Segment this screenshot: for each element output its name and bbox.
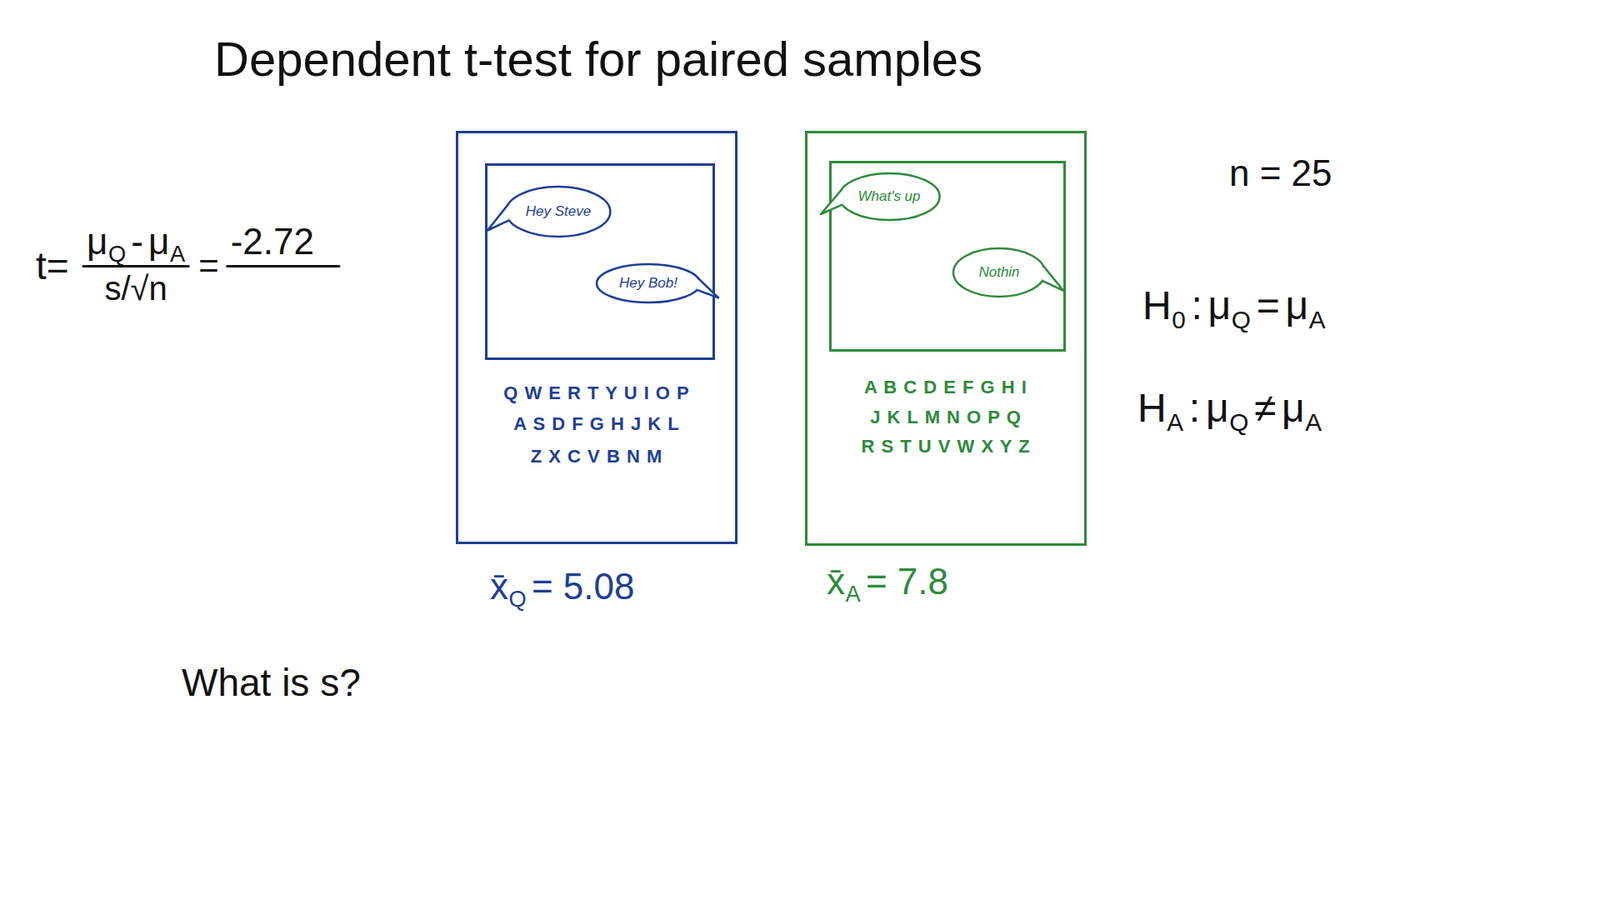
label-group: = bbox=[198, 245, 220, 287]
bubble-ellipse bbox=[953, 248, 1045, 297]
label-group: What is s? bbox=[181, 660, 361, 706]
math-text: H bbox=[1142, 283, 1172, 328]
bubble-tail bbox=[820, 190, 843, 215]
bubble-text: Hey Bob! bbox=[619, 275, 678, 292]
math-text: μ bbox=[1285, 283, 1309, 328]
math-text: = 5.08 bbox=[531, 565, 635, 607]
math-text: 0 bbox=[1171, 305, 1186, 334]
bubble-tail bbox=[696, 278, 719, 299]
math-text: Q bbox=[108, 240, 126, 267]
keyboard-row-slot: J K L M N O P Q bbox=[807, 405, 1085, 430]
keyboard-row: R S T U V W X Y Z bbox=[860, 435, 1030, 457]
keyboard-row-slot: A S D F G H J K L bbox=[458, 411, 735, 437]
math-text: x̄ bbox=[826, 560, 845, 602]
bubble-tail bbox=[487, 205, 510, 231]
math-text: -2.72 bbox=[230, 220, 315, 262]
phone-frame: Q W E R T Y U I O P A S D F G H J K L Z X … bbox=[455, 130, 738, 545]
math-text: Q bbox=[509, 585, 527, 612]
title-slot: Dependent t-test for paired samples bbox=[214, 30, 983, 89]
math-text: A bbox=[170, 240, 185, 267]
speech-bubble: What's up bbox=[837, 171, 942, 222]
math-text: s/√n bbox=[104, 270, 167, 307]
math-text: A bbox=[1305, 408, 1322, 436]
math-text: A bbox=[1309, 305, 1326, 334]
bubble-text: What's up bbox=[857, 188, 920, 205]
keyboard-row-slot: Z X C V B N M bbox=[458, 444, 735, 470]
math-text: x̄ bbox=[490, 565, 509, 607]
math-text: - bbox=[130, 220, 144, 262]
math-text: Q bbox=[1231, 305, 1251, 334]
math-text: Q bbox=[1229, 408, 1249, 436]
keyboard-row-slot: R S T U V W X Y Z bbox=[807, 434, 1085, 460]
label-group: μQ-μA bbox=[86, 220, 185, 265]
keyboard-row: Z X C V B N M bbox=[530, 445, 663, 467]
math-text: μ bbox=[148, 220, 170, 262]
label-group: t= bbox=[35, 243, 70, 290]
keyboard-row: A B C D E F G H I bbox=[864, 376, 1028, 398]
label-group: HA:μQ≠μA bbox=[1137, 384, 1322, 433]
math-text: μ bbox=[1205, 385, 1230, 430]
bubble-text: Hey Steve bbox=[525, 203, 591, 220]
label-group: s/√n bbox=[104, 268, 167, 309]
math-text: t= bbox=[35, 244, 70, 288]
title-text: Dependent t-test for paired samples bbox=[214, 31, 983, 86]
math-text: : bbox=[1191, 283, 1203, 328]
math-text: μ bbox=[1281, 385, 1305, 430]
label-group: x̄A= 7.8 bbox=[826, 560, 949, 605]
math-text: n = 25 bbox=[1229, 152, 1333, 194]
speech-bubble: Hey Bob! bbox=[595, 262, 702, 305]
math-text: μ bbox=[86, 220, 108, 262]
phone-screen bbox=[485, 163, 715, 360]
phone-frame: A B C D E F G H I J K L M N O P Q R S T U … bbox=[805, 130, 1087, 546]
label-group: x̄Q= 5.08 bbox=[490, 565, 635, 610]
label-group: H0:μQ=μA bbox=[1142, 281, 1326, 330]
bubble-tail bbox=[1042, 265, 1064, 291]
keyboard-row: A S D F G H J K L bbox=[513, 413, 680, 435]
speech-bubble: Nothin bbox=[951, 246, 1047, 299]
math-text: A bbox=[1166, 408, 1184, 436]
label-group: -2.72 bbox=[230, 220, 315, 265]
label-group: n = 25 bbox=[1229, 151, 1333, 196]
speech-bubble: Hey Steve bbox=[504, 185, 612, 239]
keyboard-row-slot: A B C D E F G H I bbox=[807, 375, 1085, 400]
math-text: H bbox=[1137, 385, 1167, 430]
math-text: What is s? bbox=[181, 660, 361, 705]
bubble-ellipse bbox=[505, 186, 610, 237]
math-text: = bbox=[1256, 283, 1280, 328]
bubble-text: Nothin bbox=[978, 264, 1020, 281]
keyboard-row: J K L M N O P Q bbox=[870, 406, 1022, 428]
keyboard-row: Q W E R T Y U I O P bbox=[503, 382, 690, 404]
keyboard-row-slot: Q W E R T Y U I O P bbox=[458, 380, 735, 406]
math-text: : bbox=[1189, 385, 1200, 430]
math-text: = bbox=[198, 245, 220, 285]
math-text: A bbox=[845, 580, 861, 607]
bubble-ellipse bbox=[839, 173, 940, 220]
math-text: μ bbox=[1208, 283, 1232, 328]
fraction-bar bbox=[227, 265, 340, 268]
math-text: = 7.8 bbox=[865, 560, 949, 602]
bubble-ellipse bbox=[596, 264, 700, 303]
math-text: ≠ bbox=[1254, 385, 1276, 430]
